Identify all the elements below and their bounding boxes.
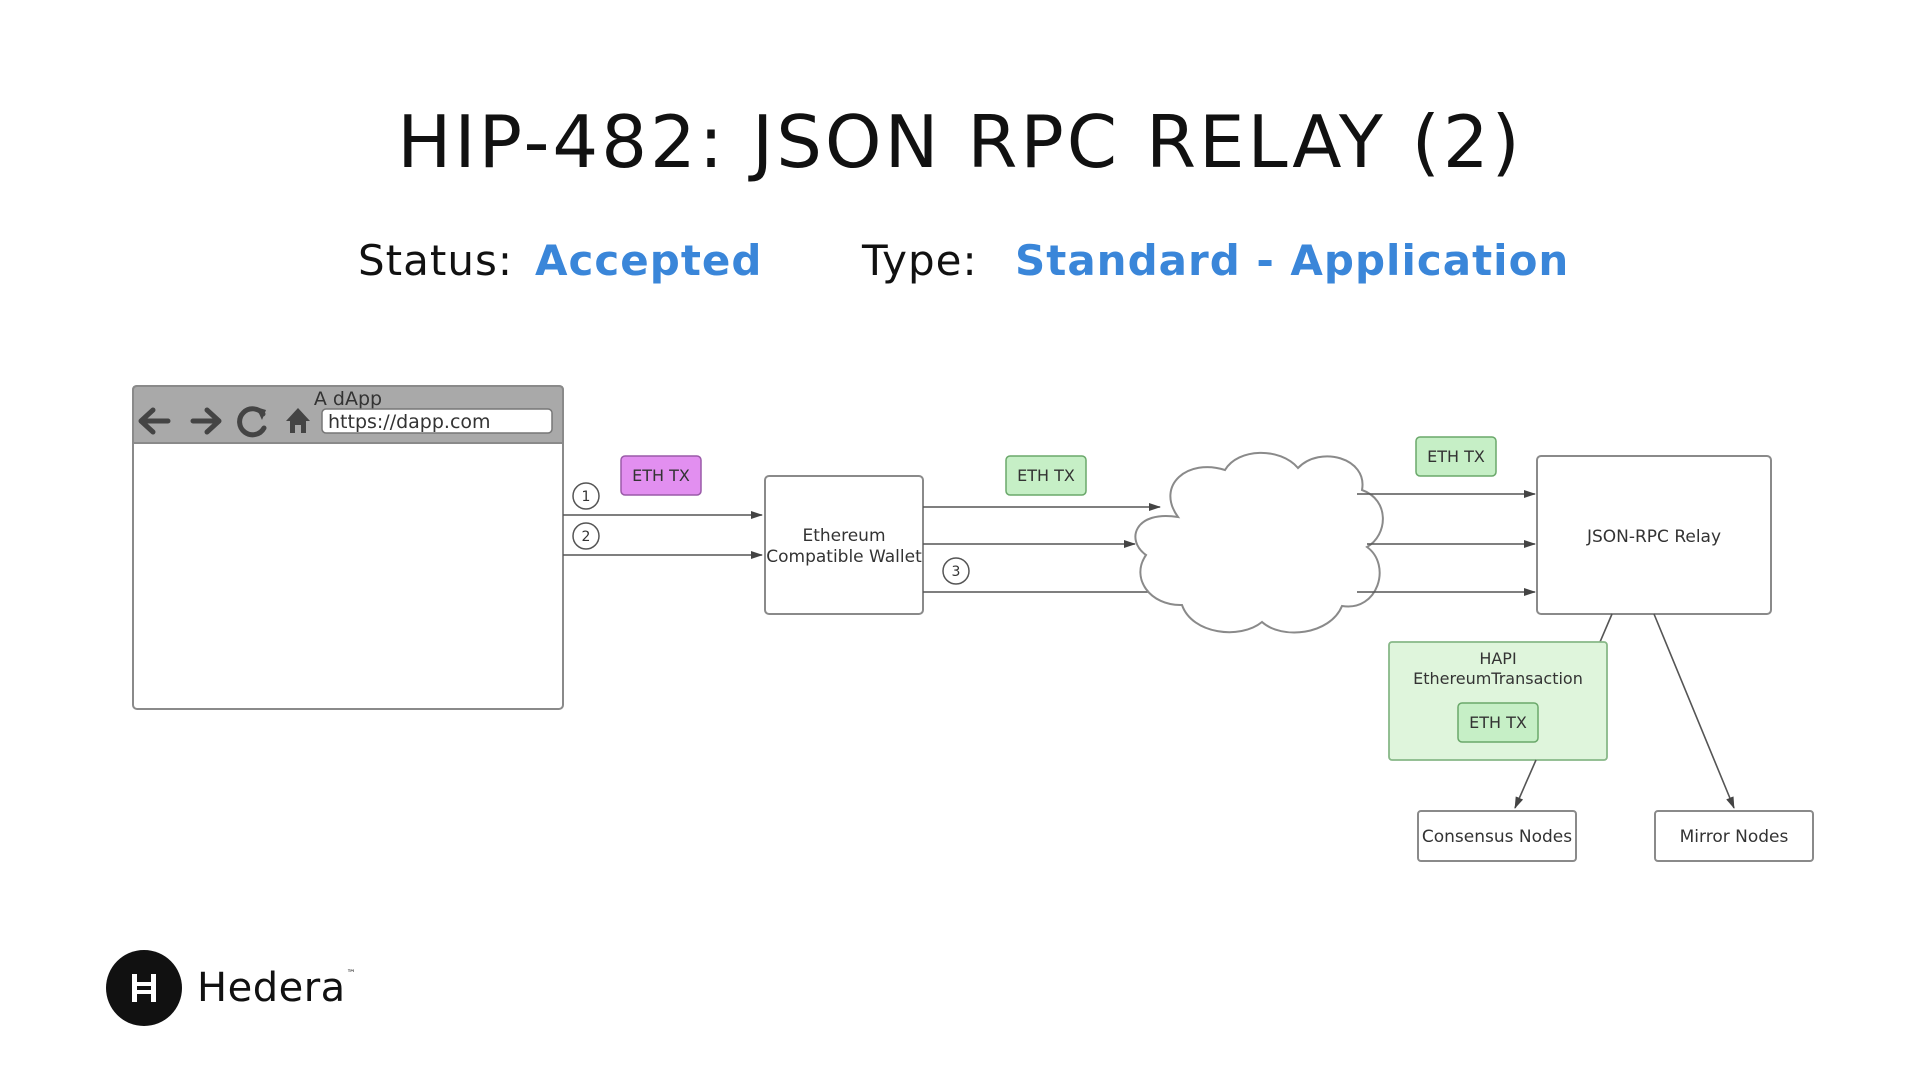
type-label: Type: xyxy=(862,236,978,285)
hapi-transaction-box: HAPI EthereumTransaction ETH TX xyxy=(1388,641,1608,761)
address-bar[interactable] xyxy=(321,408,553,434)
type-value: Standard - Application xyxy=(1015,236,1570,285)
eth-tx-badge-network: ETH TX xyxy=(1415,436,1497,477)
step-marker-2: 2 xyxy=(572,522,600,550)
eth-tx-badge-hapi: ETH TX xyxy=(1457,702,1539,743)
status-value: Accepted xyxy=(535,236,763,285)
svg-text:3: 3 xyxy=(952,564,961,580)
relay-label: JSON-RPC Relay xyxy=(1586,527,1721,547)
page-title: HIP-482: JSON RPC RELAY (2) xyxy=(397,100,1523,184)
svg-text:2: 2 xyxy=(582,529,591,545)
wallet-label-line1: Ethereum xyxy=(802,526,885,546)
dapp-window-title: A dApp xyxy=(314,388,382,410)
svg-text:ETH TX: ETH TX xyxy=(1469,713,1527,732)
eth-tx-badge-dapp: ETH TX xyxy=(620,455,702,496)
hapi-label-line1: HAPI xyxy=(1479,649,1516,668)
consensus-nodes-box: Consensus Nodes xyxy=(1417,810,1577,862)
arrow-relay-to-mirror xyxy=(1653,613,1735,809)
trademark-symbol: ™ xyxy=(346,969,357,979)
back-arrow-icon[interactable] xyxy=(138,407,171,435)
consensus-label: Consensus Nodes xyxy=(1422,827,1572,847)
mirror-nodes-box: Mirror Nodes xyxy=(1654,810,1814,862)
network-cloud-icon xyxy=(1134,451,1384,634)
svg-text:1: 1 xyxy=(582,489,591,505)
eth-tx-badge-wallet: ETH TX xyxy=(1005,455,1087,496)
hedera-logo: Hedera™ xyxy=(106,950,356,1026)
hedera-logo-mark xyxy=(106,950,182,1026)
wallet-label-line2: Compatible Wallet xyxy=(766,547,922,567)
ethereum-wallet-box: Ethereum Compatible Wallet xyxy=(764,475,924,615)
mirror-label: Mirror Nodes xyxy=(1680,827,1789,847)
hapi-label-line2: EthereumTransaction xyxy=(1413,669,1583,688)
dapp-browser-window: A dApp https://dapp.com xyxy=(132,385,564,710)
forward-arrow-icon[interactable] xyxy=(190,407,222,435)
line-relay-to-hapi xyxy=(1599,613,1613,643)
reload-icon[interactable] xyxy=(237,406,267,438)
step-marker-1: 1 xyxy=(572,482,600,510)
address-bar-url: https://dapp.com xyxy=(328,411,491,433)
arrow-hapi-to-consensus xyxy=(1514,759,1537,809)
hedera-wordmark: Hedera™ xyxy=(197,965,357,1011)
json-rpc-relay-box: JSON-RPC Relay xyxy=(1536,455,1772,615)
home-icon[interactable] xyxy=(286,408,310,433)
svg-text:ETH TX: ETH TX xyxy=(1427,447,1485,466)
svg-text:ETH TX: ETH TX xyxy=(632,466,690,485)
svg-text:ETH TX: ETH TX xyxy=(1017,466,1075,485)
status-label: Status: xyxy=(358,236,513,285)
hedera-h-icon xyxy=(132,974,156,1002)
step-marker-3: 3 xyxy=(942,557,970,585)
hip-metadata: Status: Accepted Type: Standard - Applic… xyxy=(0,236,1920,296)
